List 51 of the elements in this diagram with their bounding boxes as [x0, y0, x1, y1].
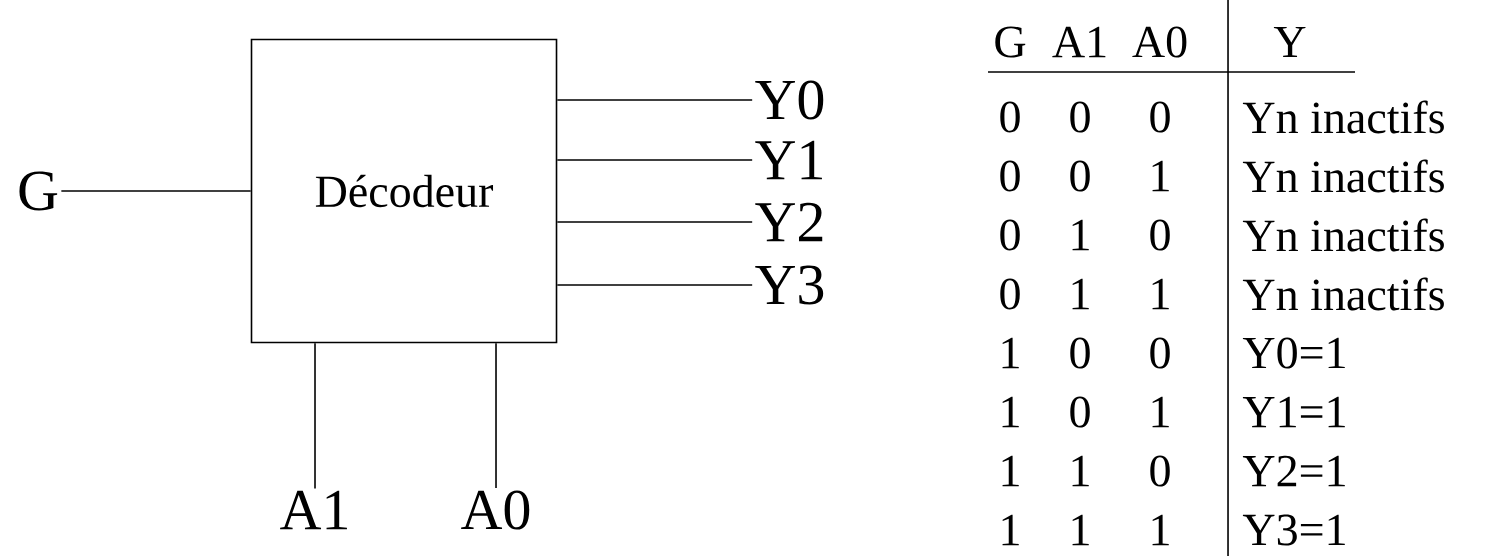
table-cell: 0	[1150, 101, 1170, 133]
table-cell: 1	[1152, 396, 1169, 428]
line	[495, 342, 497, 489]
table-header: A1	[1052, 26, 1106, 58]
table-cell: Yn inactifs	[1242, 218, 1444, 252]
table-cell: 0	[1070, 337, 1090, 369]
signal-label: A1	[280, 490, 347, 530]
table-cell: 1	[1072, 278, 1089, 310]
table-cell: 0	[1000, 160, 1020, 192]
table-cell: 0	[1070, 396, 1090, 428]
table-cell: 1	[1152, 278, 1169, 310]
table-header: Y	[1273, 26, 1306, 58]
table-cell: 1	[1002, 337, 1019, 369]
signal-label: Y2	[755, 202, 823, 242]
table-cell: 0	[1070, 160, 1090, 192]
signal-label: Y1	[755, 140, 822, 180]
table-cell: Yn inactifs	[1242, 100, 1444, 134]
table-cell: Y1=1	[1242, 396, 1345, 428]
table-cell: 1	[1072, 514, 1089, 546]
decoder-box: Décodeur	[250, 38, 558, 344]
table-cell: Y3=1	[1242, 514, 1345, 546]
table-cell: 0	[1000, 219, 1020, 251]
table-header: G	[995, 26, 1026, 58]
line	[556, 159, 753, 161]
signal-label: Y0	[755, 80, 824, 120]
table-cell: 0	[1000, 101, 1020, 133]
table-cell: 1	[1002, 514, 1019, 546]
table-cell: 0	[1000, 278, 1020, 310]
signal-label: G	[19, 171, 58, 211]
table-cell: 1	[1002, 455, 1019, 487]
line	[556, 221, 753, 223]
table-header: A0	[1132, 26, 1187, 58]
table-cell: 1	[1152, 160, 1169, 192]
line	[556, 99, 753, 101]
table-cell: 1	[1072, 219, 1089, 251]
table-cell: 0	[1150, 337, 1170, 369]
line	[60, 190, 252, 192]
table-cell: Y0=1	[1242, 337, 1345, 369]
table-cell: 1	[1152, 514, 1169, 546]
table-cell: 0	[1070, 101, 1090, 133]
table-cell: 0	[1150, 455, 1170, 487]
table-cell: 0	[1150, 219, 1170, 251]
table-cell: 1	[1002, 396, 1019, 428]
table-cell: Y2=1	[1242, 455, 1345, 487]
line	[314, 342, 316, 490]
signal-label: Y3	[755, 265, 824, 305]
table-cell: 1	[1072, 455, 1089, 487]
signal-label: A0	[461, 490, 530, 530]
table-cell: Yn inactifs	[1242, 159, 1444, 193]
table-cell: Yn inactifs	[1242, 277, 1444, 311]
line	[556, 284, 753, 286]
